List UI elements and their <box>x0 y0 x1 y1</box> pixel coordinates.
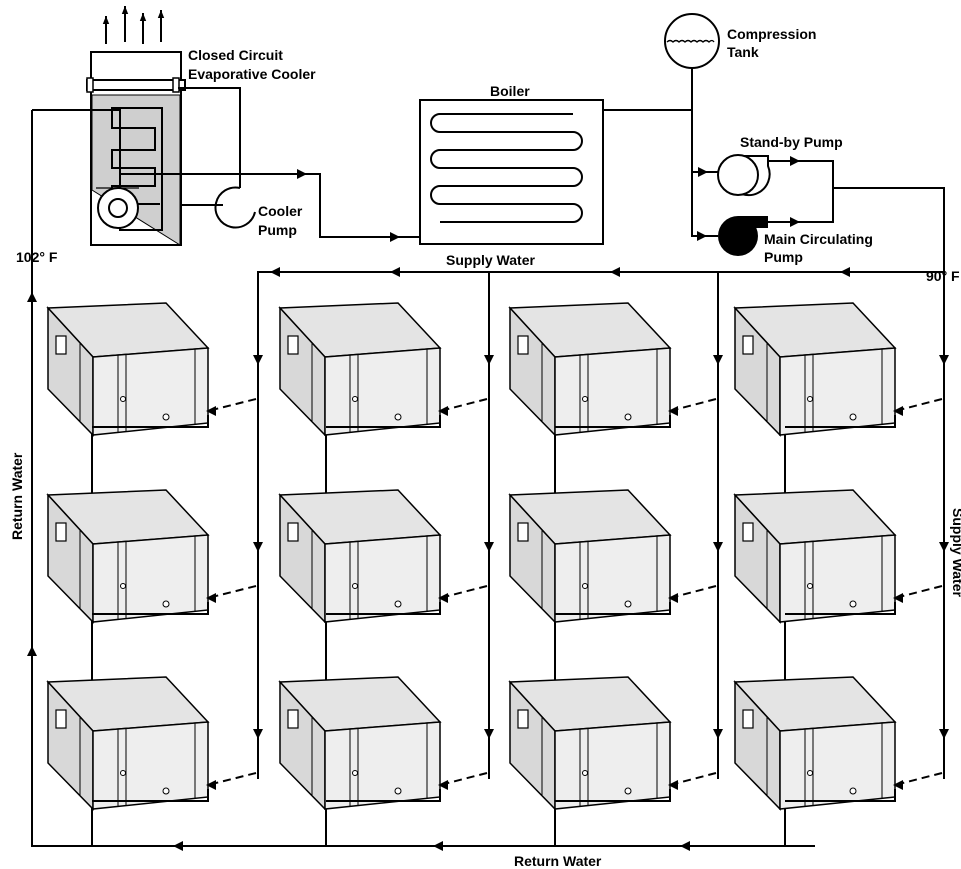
flow-arrow <box>253 729 263 739</box>
flow-arrow <box>253 355 263 365</box>
flow-arrow <box>713 355 723 365</box>
heat-pump-unit <box>278 302 488 437</box>
heat-pump-units <box>46 272 949 846</box>
cooler-fan-icon <box>96 187 139 229</box>
flow-arrow <box>713 542 723 552</box>
heat-pump-unit <box>46 302 257 437</box>
heat-pump-unit <box>46 676 257 811</box>
flow-arrow <box>939 729 949 739</box>
cooler-title-line2: Evaporative Cooler <box>188 66 316 82</box>
compression-tank-label-line2: Tank <box>727 44 759 60</box>
cooler-pump-icon <box>180 186 256 229</box>
return-water-label-bottom: Return Water <box>514 853 602 869</box>
heat-pump-unit <box>733 489 943 624</box>
heat-pump-unit <box>508 302 717 437</box>
main-circulating-pump-icon <box>718 216 768 256</box>
exhaust-arrows <box>102 6 165 44</box>
heat-pump-unit <box>508 489 717 624</box>
heat-pump-unit <box>733 676 943 811</box>
cooler-coil <box>32 107 163 231</box>
temperature-return: 102° F <box>16 249 58 265</box>
flow-arrow <box>484 729 494 739</box>
flow-arrow <box>713 729 723 739</box>
standby-pump-icon <box>717 154 771 197</box>
return-water-label-left: Return Water <box>9 452 25 540</box>
heat-pump-unit <box>278 676 488 811</box>
cooler-title-line1: Closed Circuit <box>188 47 283 63</box>
supply-water-label-top: Supply Water <box>446 252 535 268</box>
flow-arrow <box>484 355 494 365</box>
flow-arrow <box>484 542 494 552</box>
main-pump-label-line2: Pump <box>764 249 803 265</box>
main-pump-label-line1: Main Circulating <box>764 231 873 247</box>
heat-pump-unit <box>733 302 943 437</box>
compression-tank-icon <box>664 13 720 69</box>
heat-pump-unit <box>508 676 717 811</box>
compression-tank-label-line1: Compression <box>727 26 816 42</box>
supply-water-label-right: Supply Water <box>950 508 961 597</box>
flow-arrow <box>253 542 263 552</box>
cooler-to-boiler-pipe <box>120 173 420 238</box>
cooler-pump-label-line2: Pump <box>258 222 297 238</box>
flow-arrow <box>939 355 949 365</box>
boiler-label: Boiler <box>490 83 530 99</box>
boiler <box>419 99 604 245</box>
standby-pump-label: Stand-by Pump <box>740 134 843 150</box>
heat-pump-unit <box>46 489 257 624</box>
cooler-pump-label-line1: Cooler <box>258 203 303 219</box>
flow-arrow <box>939 542 949 552</box>
evaporative-cooler <box>32 51 241 246</box>
heat-pump-unit <box>278 489 488 624</box>
